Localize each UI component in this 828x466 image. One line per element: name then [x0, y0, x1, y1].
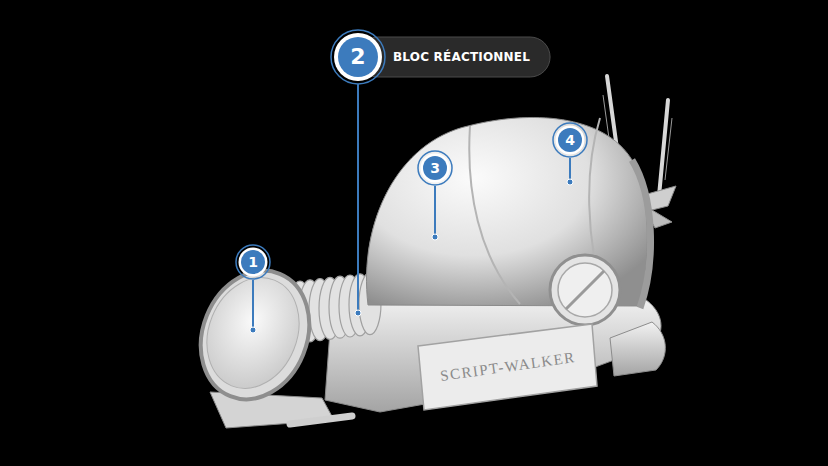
callout-number: 3 — [430, 161, 440, 175]
leader-lines — [253, 84, 570, 327]
engraved-label: SCRIPT-WALKER — [439, 350, 576, 384]
part-name: BLOC RÉACTIONNEL — [393, 51, 530, 63]
callout-number: 4 — [565, 133, 575, 147]
leader-dots — [250, 179, 573, 333]
callout-number: 1 — [248, 255, 258, 269]
callout-circles — [236, 30, 587, 279]
callout-number: 2 — [350, 46, 365, 68]
label-pill — [358, 37, 550, 77]
dome — [366, 117, 650, 325]
name-plate — [418, 324, 597, 410]
label-pill — [358, 37, 550, 77]
